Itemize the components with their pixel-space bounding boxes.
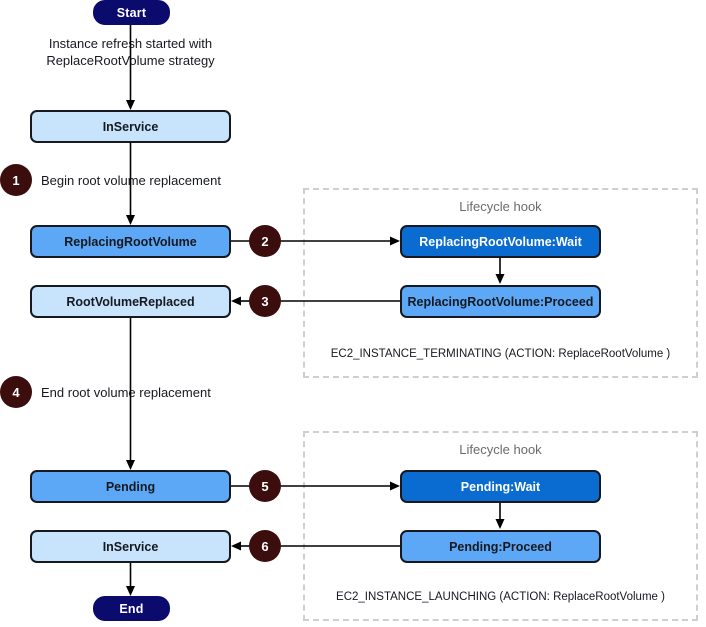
step-badge-4: 4 [0,376,32,408]
state-pending: Pending [30,470,231,503]
lifecycle-hook-title: Lifecycle hook [459,199,542,214]
lifecycle-hook-title: Lifecycle hook [459,442,542,457]
state-replacing-root-volume-wait: ReplacingRootVolume:Wait [400,225,601,258]
lifecycle-hook-footer-launching: EC2_INSTANCE_LAUNCHING (ACTION: ReplaceR… [336,591,665,603]
state-root-volume-replaced: RootVolumeReplaced [30,285,231,318]
label-begin-replacement: Begin root volume replacement [41,173,221,188]
step-badge-3: 3 [249,285,281,317]
lifecycle-hook-group-launching: Lifecycle hook EC2_INSTANCE_LAUNCHING (A… [303,431,698,621]
step-badge-6: 6 [249,530,281,562]
step-badge-5: 5 [249,470,281,502]
label-end-replacement: End root volume replacement [41,385,211,400]
terminal-end: End [93,596,170,621]
state-inservice-bottom: InService [30,530,231,563]
state-replacing-root-volume-proceed: ReplacingRootVolume:Proceed [400,285,601,318]
state-replacing-root-volume: ReplacingRootVolume [30,225,231,258]
label-start-to-inservice: Instance refresh started with ReplaceRoo… [46,36,215,68]
terminal-start: Start [93,0,170,25]
step-badge-1: 1 [0,164,32,196]
lifecycle-hook-group-terminating: Lifecycle hook EC2_INSTANCE_TERMINATING … [303,188,698,378]
state-pending-wait: Pending:Wait [400,470,601,503]
state-pending-proceed: Pending:Proceed [400,530,601,563]
state-inservice-top: InService [30,110,231,143]
step-badge-2: 2 [249,225,281,257]
lifecycle-hook-footer-terminating: EC2_INSTANCE_TERMINATING (ACTION: Replac… [330,348,671,360]
